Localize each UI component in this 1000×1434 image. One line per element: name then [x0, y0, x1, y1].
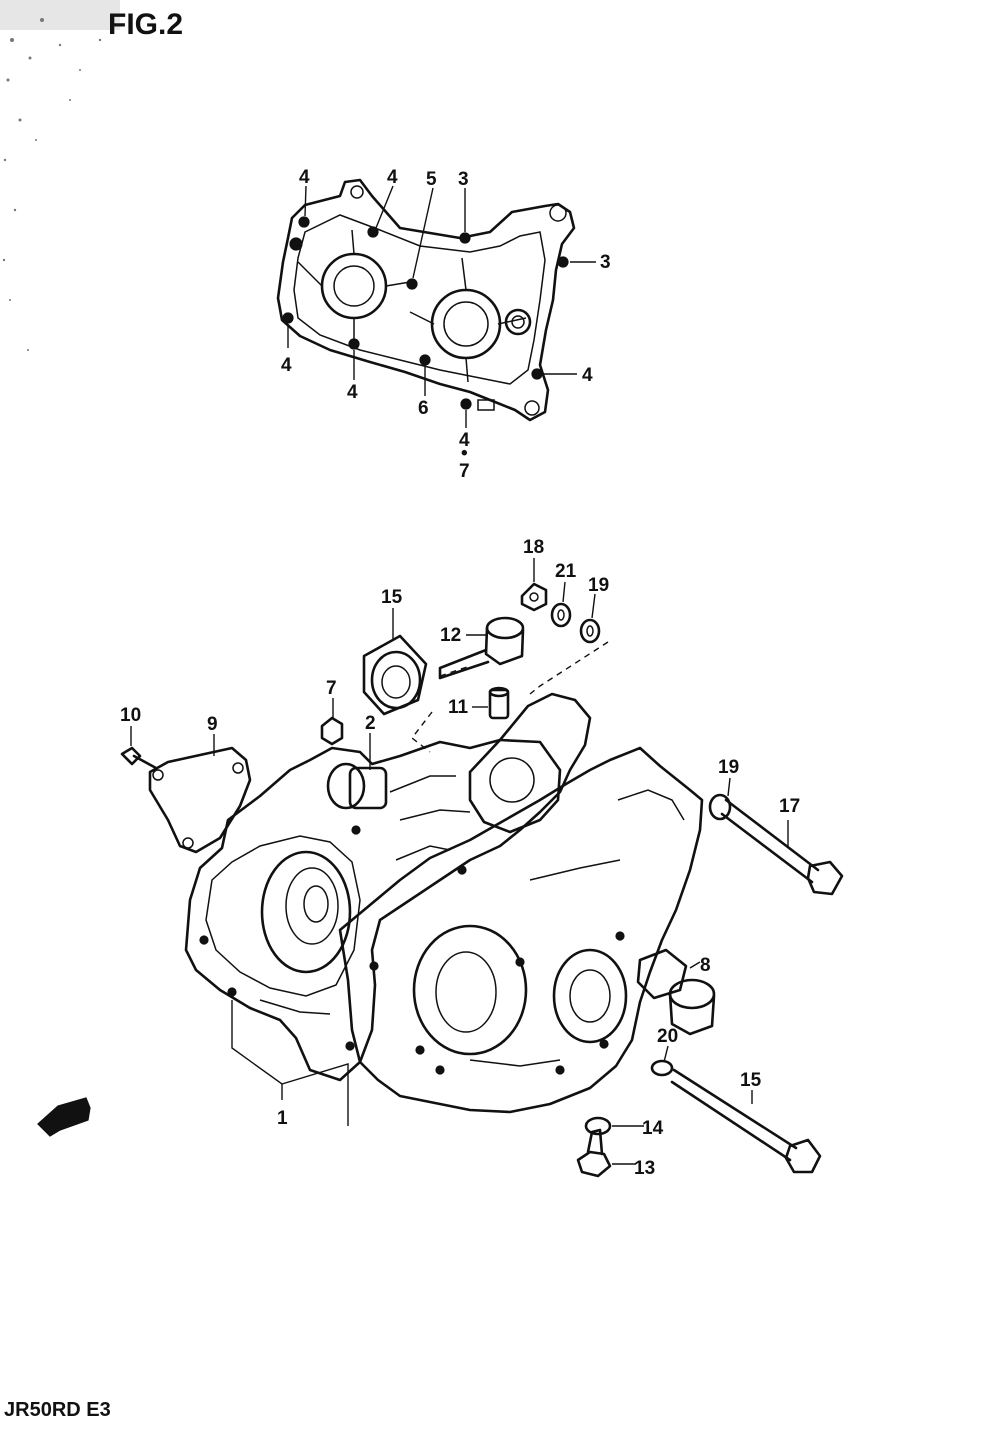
crankcase-label-20: 20 [657, 1026, 678, 1047]
gasket-drawing [276, 178, 576, 422]
crankcase-label-21: 21 [555, 561, 577, 582]
model-code: JR50RD E3 [4, 1399, 111, 1421]
crankcase-label-17: 17 [779, 796, 800, 817]
gasket-label-7: 7 [459, 461, 470, 482]
crankcase-label-13: 13 [634, 1158, 655, 1179]
gasket-leaders [287, 185, 596, 428]
crankcase-label-19a: 19 [588, 575, 609, 596]
crankcase-label-10: 10 [120, 705, 141, 726]
gasket-label-4c: 4 [281, 355, 292, 376]
gasket-label-4d: 4 [347, 382, 358, 403]
crankcase-label-14: 14 [642, 1118, 664, 1139]
crankcase-label-9: 9 [207, 714, 218, 735]
crankcase-label-8: 8 [700, 955, 711, 976]
gasket-labels: 4 4 5 3 3 4 4 4 6 4 • 7 [281, 167, 611, 482]
gasket-label-3b: 3 [600, 252, 611, 273]
crankcase-label-18: 18 [523, 537, 544, 558]
crankcase-labels: 18 21 19 15 12 7 11 2 10 9 19 17 8 20 15… [120, 537, 800, 1179]
gasket-label-4b: 4 [387, 167, 398, 188]
crankcase-label-12: 12 [440, 625, 461, 646]
gasket-label-4f: 4 [459, 430, 470, 451]
crankcase-label-15b: 15 [740, 1070, 762, 1091]
crankcase-label-11: 11 [448, 697, 469, 718]
small-parts [120, 582, 844, 1178]
crankcase-label-1: 1 [277, 1108, 288, 1129]
crankcase-leaders [130, 558, 789, 1165]
crankcase-label-15a: 15 [381, 587, 403, 608]
gasket-label-dot: • [461, 443, 468, 464]
crankcase-drawing [184, 692, 704, 1114]
scan-noise [0, 0, 120, 351]
crankcase-label-7: 7 [326, 678, 337, 699]
gasket-label-4e: 4 [582, 365, 593, 386]
gasket-label-3a: 3 [458, 169, 469, 190]
gasket-label-6: 6 [418, 398, 429, 419]
gasket-label-5: 5 [426, 169, 437, 190]
crankcase-label-19b: 19 [718, 757, 739, 778]
crankcase-label-2: 2 [365, 713, 376, 734]
gasket-label-4a: 4 [299, 167, 310, 188]
front-arrow-icon [37, 1097, 91, 1137]
figure-title: FIG.2 [108, 8, 183, 41]
